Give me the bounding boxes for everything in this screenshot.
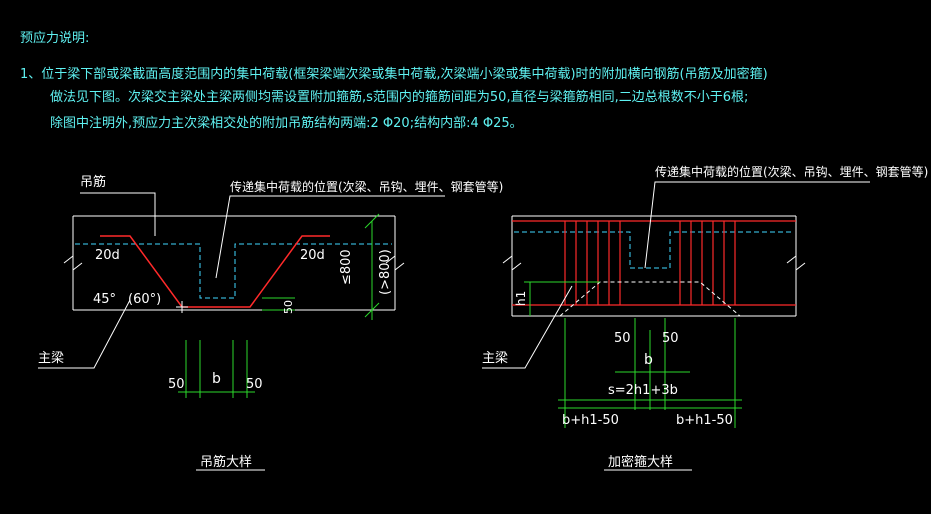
dim-gt-800: (>800) bbox=[378, 249, 393, 295]
hanger-bar bbox=[100, 235, 330, 308]
left-load-label: 传递集中荷载的位置(次梁、吊钩、埋件、钢套管等) bbox=[230, 179, 503, 194]
angle-45: 45° bbox=[93, 292, 116, 307]
right-break-mark-right bbox=[786, 254, 806, 272]
right-dim-50-left: 50 bbox=[614, 331, 631, 346]
right-dim-50-right: 50 bbox=[662, 331, 679, 346]
left-caption: 吊筋大样 bbox=[200, 454, 252, 470]
right-dim-bh1-left: b+h1-50 bbox=[562, 413, 619, 428]
right-main-beam-label: 主梁 bbox=[482, 351, 508, 366]
dim-20d-left: 20d bbox=[95, 248, 120, 263]
notes-line-1: 1、位于梁下部或梁截面高度范围内的集中荷载(框架梁端次梁或集中荷载,次梁端小梁或… bbox=[20, 67, 768, 82]
right-dim-bh1-right: b+h1-50 bbox=[676, 413, 733, 428]
right-load-label: 传递集中荷载的位置(次梁、吊钩、埋件、钢套管等) bbox=[655, 164, 928, 179]
right-dim-b: b bbox=[644, 352, 653, 368]
added-stirrups bbox=[564, 221, 736, 305]
left-dim-50-left: 50 bbox=[168, 377, 185, 392]
notes-line-2: 做法见下图。次梁交主梁处主梁两侧均需设置附加箍筋,s范围内的箍筋间距为50,直径… bbox=[50, 90, 749, 105]
right-load-leader bbox=[644, 181, 870, 269]
load-spread-outline bbox=[559, 281, 741, 317]
left-main-beam-label: 主梁 bbox=[38, 351, 64, 366]
right-main-beam-leader bbox=[482, 285, 573, 369]
right-secondary-beam-outline bbox=[514, 231, 794, 269]
hanger-bar-detail: 吊筋 传递集中荷载的位置(次梁、吊钩、埋件、钢套管等) 20d 20d 45° … bbox=[38, 174, 503, 471]
left-break-mark-right bbox=[385, 254, 405, 272]
left-dim-50-right: 50 bbox=[246, 377, 263, 392]
left-break-mark-left bbox=[63, 254, 83, 272]
dim-50-small: 50 bbox=[282, 300, 295, 314]
left-dim-tick-top bbox=[364, 213, 380, 229]
notes-title: 预应力说明: bbox=[20, 31, 90, 46]
dim-20d-right: 20d bbox=[300, 248, 325, 263]
stirrup-densification-detail: 传递集中荷载的位置(次梁、吊钩、埋件、钢套管等) h1 主梁 50 50 b s… bbox=[482, 164, 928, 471]
left-main-beam-leader bbox=[38, 299, 131, 369]
hanger-leader bbox=[80, 192, 156, 236]
dim-h1: h1 bbox=[514, 291, 528, 306]
right-dim-s: s=2h1+3b bbox=[608, 383, 678, 398]
right-caption: 加密箍大样 bbox=[608, 454, 673, 470]
left-secondary-beam-outline bbox=[75, 243, 392, 299]
dim-le-800: ≤800 bbox=[339, 249, 354, 285]
notes-line-3: 除图中注明外,预应力主次梁相交处的附加吊筋结构两端:2 Φ20;结构内部:4 Φ… bbox=[50, 116, 523, 131]
right-break-mark-left bbox=[502, 254, 522, 272]
left-load-leader bbox=[215, 195, 445, 279]
angle-60: (60°) bbox=[128, 292, 161, 307]
left-dim-tick-bottom bbox=[364, 302, 380, 318]
left-dim-b: b bbox=[212, 371, 221, 387]
hanger-label: 吊筋 bbox=[80, 174, 106, 190]
